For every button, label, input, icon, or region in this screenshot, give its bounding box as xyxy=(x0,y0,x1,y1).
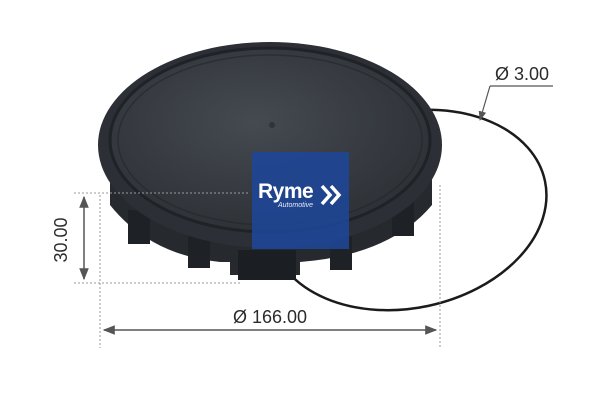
diameter-dimension: Ø 166.00 xyxy=(99,185,441,348)
diameter-label: Ø 166.00 xyxy=(233,307,307,327)
oring-label: Ø 3.00 xyxy=(495,64,549,84)
oring-dimension: Ø 3.00 xyxy=(478,64,553,121)
height-label: 30.00 xyxy=(51,217,71,262)
height-dimension: 30.00 xyxy=(51,192,250,284)
chevron-right-icon xyxy=(320,184,342,206)
logo-tagline: Automotive xyxy=(278,202,314,209)
cap-body xyxy=(98,42,442,280)
ryme-logo: Ryme Automotive xyxy=(252,152,349,249)
logo-name: Ryme xyxy=(258,180,314,203)
